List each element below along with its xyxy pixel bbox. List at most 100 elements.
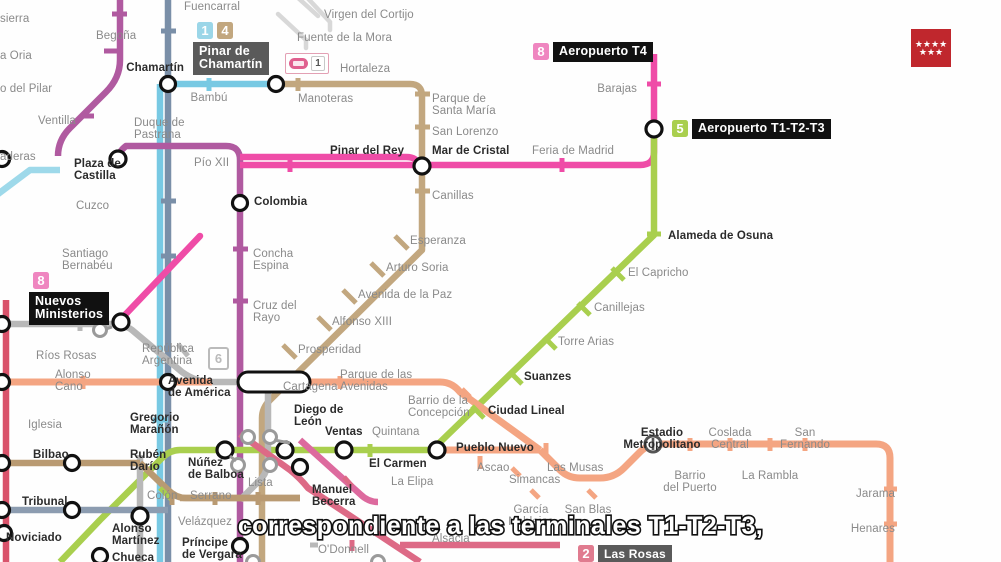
station-label-fuencarral[interactable]: Fuencarral <box>184 1 240 13</box>
station-label-virgen-del-cortijo[interactable]: Virgen del Cortijo <box>324 9 414 21</box>
station-label-del-pilar[interactable]: o del Pilar <box>0 83 53 95</box>
station-label-noviciado[interactable]: Noviciado <box>6 532 62 544</box>
station-label-tribunal[interactable]: Tribunal <box>22 496 68 508</box>
station-label-chueca[interactable]: Chueca <box>112 552 155 562</box>
station-label-fuente-de-la-mora[interactable]: Fuente de la Mora <box>297 32 393 44</box>
line-badge-5-aeropuerto-t123[interactable]: 5 <box>672 120 688 137</box>
station-label-parque-de-las-avenidas[interactable]: Parque de las Avenidas <box>340 369 413 393</box>
station-label-esperanza[interactable]: Esperanza <box>410 235 466 247</box>
station-label-suanzes[interactable]: Suanzes <box>524 371 572 383</box>
crest-stars-icon: ★★★★★★★ <box>914 39 948 57</box>
station-label-arturo-soria[interactable]: Arturo Soria <box>386 262 449 274</box>
line-badge-8-nuevos-ministerios[interactable]: 8 <box>33 272 49 289</box>
station-label-principe-de-vergara[interactable]: Príncipe de Vergara <box>182 537 242 561</box>
station-label-pinar-del-rey[interactable]: Pinar del Rey <box>330 145 405 157</box>
station-label-estadio-metropolitano[interactable]: Estadio Metropolitano <box>623 427 701 451</box>
station-label-san-fernando[interactable]: San Fernando <box>779 427 831 451</box>
station-label-manoteras[interactable]: Manoteras <box>298 93 354 105</box>
station-label-barrio-del-puerto[interactable]: Barrio del Puerto <box>663 470 717 494</box>
station-label-canillas[interactable]: Canillas <box>432 190 474 202</box>
station-label-alameda-de-osuna[interactable]: Alameda de Osuna <box>668 230 774 242</box>
station-label-cruz-del-rayo[interactable]: Cruz del Rayo <box>253 300 297 324</box>
station-label-diego-de-leon[interactable]: Diego de León <box>294 404 344 428</box>
station-label-san-lorenzo[interactable]: San Lorenzo <box>432 126 499 138</box>
station-label-odonnell[interactable]: O'Donnell <box>318 544 370 556</box>
station-label-chamartin[interactable]: Chamartín <box>126 62 184 74</box>
terminal-plate-pinar-de-chamartin[interactable]: Pinar de Chamartín <box>193 42 269 75</box>
station-label-hortaleza[interactable]: Hortaleza <box>340 63 391 75</box>
line-badge-2-las-rosas[interactable]: 2 <box>578 545 594 562</box>
station-label-arroyo-fresno[interactable]: aderas <box>0 151 36 163</box>
station-label-manuel-becerra[interactable]: Manuel Becerra <box>312 484 356 508</box>
terminal-plate-aeropuerto-t4[interactable]: Aeropuerto T4 <box>553 42 654 62</box>
station-label-las-musas[interactable]: Las Musas <box>547 462 604 474</box>
station-label-avenida-de-la-paz[interactable]: Avenida de la Paz <box>358 289 453 301</box>
station-label-iglesia[interactable]: Iglesia <box>28 419 62 431</box>
interchange-bilbao <box>62 453 82 473</box>
station-label-velazquez[interactable]: Velázquez <box>178 516 232 528</box>
station-label-barrio-de-la-concepcion[interactable]: Barrio de la Concepción <box>408 395 470 419</box>
station-label-colombia[interactable]: Colombia <box>254 196 308 208</box>
station-label-santiago-bernabeu[interactable]: Santiago Bernabéu <box>62 248 113 272</box>
station-label-alonso-cano[interactable]: Alonso Cano <box>55 369 91 393</box>
station-label-colon[interactable]: Colón <box>147 490 178 502</box>
station-label-ciudad-lineal[interactable]: Ciudad Lineal <box>488 405 565 417</box>
station-label-canillejas[interactable]: Canillejas <box>594 302 645 314</box>
station-label-cuzco[interactable]: Cuzco <box>76 200 110 212</box>
station-label-mar-de-cristal[interactable]: Mar de Cristal <box>432 145 510 157</box>
station-label-rios-rosas[interactable]: Ríos Rosas <box>36 350 97 362</box>
station-label-serrano[interactable]: Serrano <box>190 490 232 502</box>
station-label-begona[interactable]: Begoña <box>96 30 137 42</box>
station-label-garcia-noblejas[interactable]: García Noblejas <box>508 504 554 528</box>
station-label-cartagena[interactable]: Cartagena <box>283 381 338 393</box>
station-label-ascao[interactable]: Ascao <box>477 462 510 474</box>
metro-ligero-ml1-badge[interactable]: 1 <box>285 53 329 74</box>
terminal-plate-las-rosas[interactable]: Las Rosas <box>598 545 672 562</box>
station-label-parque-de-santa-maria[interactable]: Parque de Santa María <box>432 93 496 117</box>
station-label-alsacia[interactable]: Alsacia <box>432 533 470 545</box>
ml1-number: 1 <box>311 56 325 71</box>
station-label-pio-xii[interactable]: Pío XII <box>194 157 230 169</box>
interchange-nunez-de-balboa <box>215 440 235 460</box>
terminal-plate-aeropuerto-t1-t2-t3[interactable]: Aeropuerto T1-T2-T3 <box>692 119 831 139</box>
station-label-el-capricho[interactable]: El Capricho <box>628 267 689 279</box>
station-label-quintana[interactable]: Quintana <box>372 426 420 438</box>
station-label-ruben-dario[interactable]: Rubén Darío <box>130 449 167 473</box>
station-label-duque-de-pastrana[interactable]: Duque de Pastrana <box>134 117 185 141</box>
station-label-torre-arias[interactable]: Torre Arias <box>558 336 615 348</box>
station-label-la-rambla[interactable]: La Rambla <box>741 470 799 482</box>
station-label-barajas[interactable]: Barajas <box>597 83 637 95</box>
station-label-el-carmen[interactable]: El Carmen <box>369 458 427 470</box>
station-label-bambu[interactable]: Bambú <box>190 92 228 104</box>
station-label-prosperidad[interactable]: Prosperidad <box>298 344 362 356</box>
station-label-lista[interactable]: Lista <box>248 477 273 489</box>
station-label-la-oria[interactable]: a Oria <box>0 50 32 62</box>
station-label-coslada-central[interactable]: Coslada Central <box>708 427 752 451</box>
station-label-jarama[interactable]: Jarama <box>856 488 895 500</box>
station-label-alonso-martinez[interactable]: Alonso Martínez <box>112 523 160 547</box>
station-label-bilbao[interactable]: Bilbao <box>33 449 69 461</box>
station-label-feria-de-madrid[interactable]: Feria de Madrid <box>532 145 615 157</box>
station-label-avenida-de-america[interactable]: Avenida de América <box>168 375 231 399</box>
station-label-a-sierra[interactable]: sierra <box>0 13 30 25</box>
station-label-ventilla[interactable]: Ventilla <box>38 115 76 127</box>
station-label-simancas[interactable]: Simancas <box>509 474 561 486</box>
line-badge-4-pinar[interactable]: 4 <box>217 22 233 39</box>
station-label-la-elipa[interactable]: La Elipa <box>391 476 434 488</box>
station-label-gregorio-maranon[interactable]: Gregorio Marañón <box>130 412 180 436</box>
line-badge-1-pinar[interactable]: 1 <box>197 22 213 39</box>
video-caption: correspondiente a las terminales T1-T2-T… <box>236 510 764 541</box>
station-label-pueblo-nuevo[interactable]: Pueblo Nuevo <box>456 442 534 454</box>
station-label-henares[interactable]: Henares <box>850 523 895 535</box>
interchange-estadio-metropolitano <box>643 434 663 454</box>
station-label-republica-argentina[interactable]: República Argentina <box>142 343 195 367</box>
station-label-san-blas[interactable]: San Blas <box>564 504 612 516</box>
terminal-plate-nuevos-ministerios[interactable]: Nuevos Ministerios <box>29 292 110 325</box>
station-label-nunez-de-balboa[interactable]: Núñez de Balboa <box>188 457 244 481</box>
station-label-alfonso-xiii[interactable]: Alfonso XIII <box>332 316 393 328</box>
interchange-chueca <box>90 546 110 562</box>
station-label-concha-espina[interactable]: Concha Espina <box>253 248 294 272</box>
station-label-plaza-de-castilla[interactable]: Plaza de Castilla <box>74 158 121 182</box>
line-badge-8-aeropuerto-t4[interactable]: 8 <box>533 43 549 60</box>
station-label-ventas[interactable]: Ventas <box>325 426 363 438</box>
